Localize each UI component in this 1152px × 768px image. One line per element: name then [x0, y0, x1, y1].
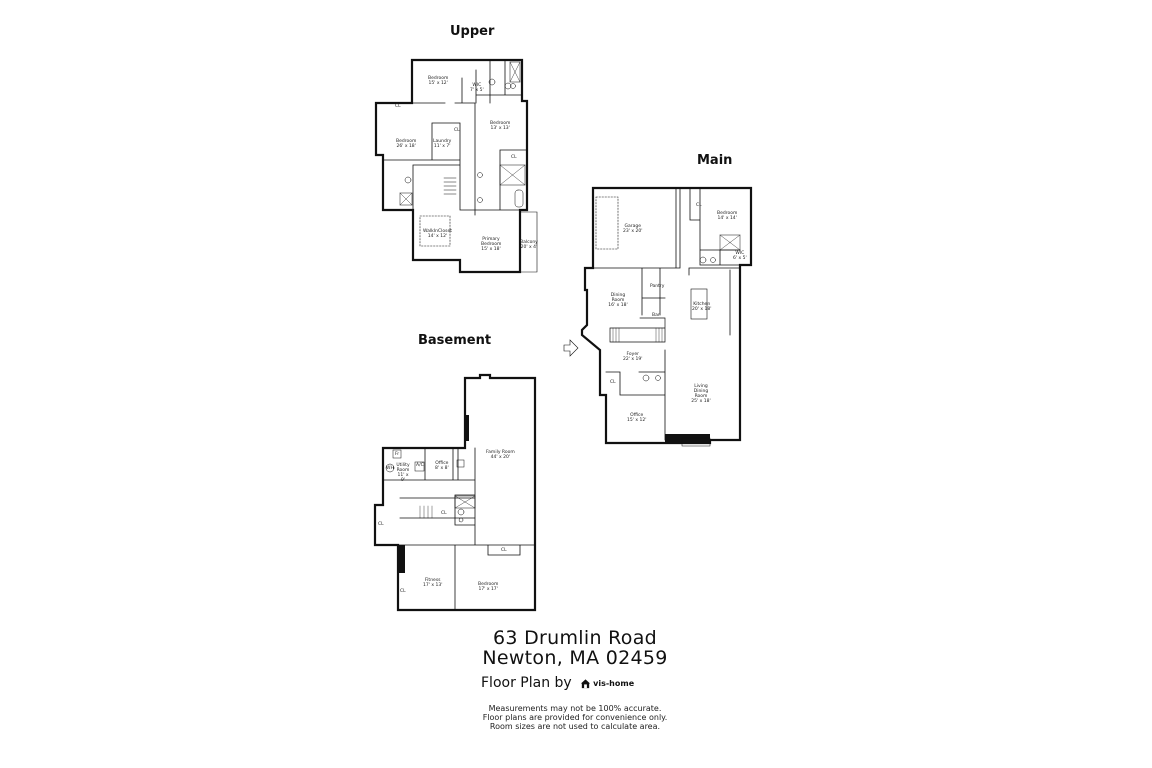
closet-label: CL	[696, 203, 702, 208]
disclaimer-line: Measurements may not be 100% accurate.	[488, 704, 662, 713]
closet-label: CL	[441, 511, 447, 516]
ac-label: A/C	[416, 463, 424, 468]
floor-title-upper: Upper	[450, 24, 495, 39]
room-label: Bar	[652, 313, 660, 318]
floor-title-basement: Basement	[418, 333, 492, 348]
address-line-2: Newton, MA 02459	[482, 647, 668, 669]
basement-floor-outline	[373, 373, 537, 612]
closet-label: CL	[511, 155, 517, 160]
vis-home-logo: vis-home	[580, 678, 634, 689]
main-floor-outline	[563, 186, 753, 447]
closet-label: CL	[454, 128, 460, 133]
address-line-1: 63 Drumlin Road	[492, 627, 658, 649]
closet-label: CL	[395, 104, 401, 109]
closet-label: CL	[501, 548, 507, 553]
disclaimer-line: Floor plans are provided for convenience…	[482, 713, 668, 722]
disclaimer: Measurements may not be 100% accurate. F…	[470, 704, 680, 731]
disclaimer-line: Room sizes are not used to calculate are…	[489, 722, 661, 731]
address: 63 Drumlin Road Newton, MA 02459	[470, 628, 680, 668]
floor-title-main: Main	[697, 153, 733, 168]
closet-label: CL	[378, 522, 384, 527]
closet-label: CL	[400, 589, 406, 594]
brand-name: vis-home	[593, 678, 635, 688]
closet-label: CL	[610, 380, 616, 385]
furnace-label: Fr	[395, 452, 400, 457]
water-heater-label: WH	[386, 466, 394, 471]
room-label: Pantry	[650, 284, 665, 289]
upper-floor-outline	[374, 58, 538, 274]
house-icon	[581, 678, 591, 688]
floor-plan-credit: Floor Plan by vis-home	[481, 675, 634, 691]
credit-prefix: Floor Plan by	[481, 675, 572, 691]
